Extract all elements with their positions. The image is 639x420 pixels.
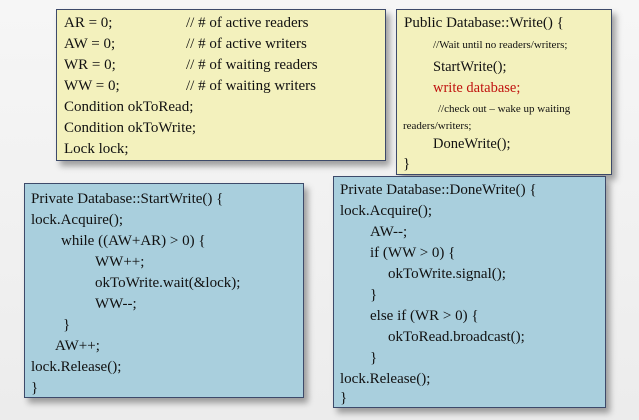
globals-comment-wr: // # of waiting readers bbox=[186, 57, 318, 73]
globals-comment-ww: // # of waiting writers bbox=[186, 78, 316, 94]
write-call-startwrite: StartWrite(); bbox=[433, 59, 507, 75]
globals-comment-aw: // # of active writers bbox=[186, 36, 307, 52]
decl-oktowrite: Condition okToWrite; bbox=[64, 120, 197, 136]
startwrite-while: while ((AW+AR) > 0) { bbox=[61, 233, 206, 249]
write-comment-checkout: //check out – wake up waiting bbox=[438, 103, 571, 115]
donewrite-signature: Private Database::DoneWrite() { bbox=[340, 182, 537, 198]
write-signature: Public Database::Write() { bbox=[404, 15, 564, 31]
donewrite-else-close: } bbox=[370, 350, 378, 366]
donewrite-signal: okToWrite.signal(); bbox=[388, 266, 506, 282]
globals-comment-ar: // # of active readers bbox=[186, 15, 309, 31]
startwrite-wait: okToWrite.wait(&lock); bbox=[95, 275, 241, 291]
write-comment-wait: //Wait until no readers/writers; bbox=[433, 39, 568, 51]
donewrite-aw-dec: AW--; bbox=[370, 224, 408, 240]
donewrite-if-ww: if (WW > 0) { bbox=[370, 245, 456, 261]
donewrite-close-brace: } bbox=[340, 390, 348, 406]
globals-code-ww: WW = 0; bbox=[64, 78, 120, 94]
startwrite-release: lock.Release(); bbox=[31, 359, 122, 375]
donewrite-acquire: lock.Acquire(); bbox=[340, 203, 433, 219]
decl-lock: Lock lock; bbox=[64, 141, 129, 157]
donewrite-if-close: } bbox=[370, 287, 378, 303]
globals-box: AR = 0; // # of active readers AW = 0; /… bbox=[56, 9, 386, 161]
startwrite-while-close: } bbox=[63, 317, 71, 333]
write-close-brace: } bbox=[403, 156, 411, 172]
startwrite-function-box: Private Database::StartWrite() { lock.Ac… bbox=[24, 183, 304, 398]
write-function-box: Public Database::Write() { //Wait until … bbox=[396, 9, 612, 175]
startwrite-acquire: lock.Acquire(); bbox=[31, 212, 124, 228]
write-comment-readers: readers/writers; bbox=[403, 120, 472, 132]
donewrite-function-box: Private Database::DoneWrite() { lock.Acq… bbox=[333, 176, 606, 408]
globals-code-ar: AR = 0; bbox=[64, 15, 113, 31]
startwrite-signature: Private Database::StartWrite() { bbox=[31, 191, 224, 207]
globals-code-aw: AW = 0; bbox=[64, 36, 116, 52]
donewrite-release: lock.Release(); bbox=[340, 371, 431, 387]
startwrite-ww-dec: WW--; bbox=[95, 296, 137, 312]
globals-code-wr: WR = 0; bbox=[64, 57, 116, 73]
donewrite-broadcast: okToRead.broadcast(); bbox=[388, 329, 525, 345]
write-call-donewrite: DoneWrite(); bbox=[433, 136, 511, 152]
startwrite-aw-inc: AW++; bbox=[55, 338, 100, 354]
donewrite-else-if-wr: else if (WR > 0) { bbox=[370, 308, 479, 324]
decl-oktoread: Condition okToRead; bbox=[64, 99, 194, 115]
startwrite-ww-inc: WW++; bbox=[95, 254, 145, 270]
write-database-line: write database; bbox=[433, 80, 521, 96]
startwrite-close-brace: } bbox=[31, 380, 39, 396]
